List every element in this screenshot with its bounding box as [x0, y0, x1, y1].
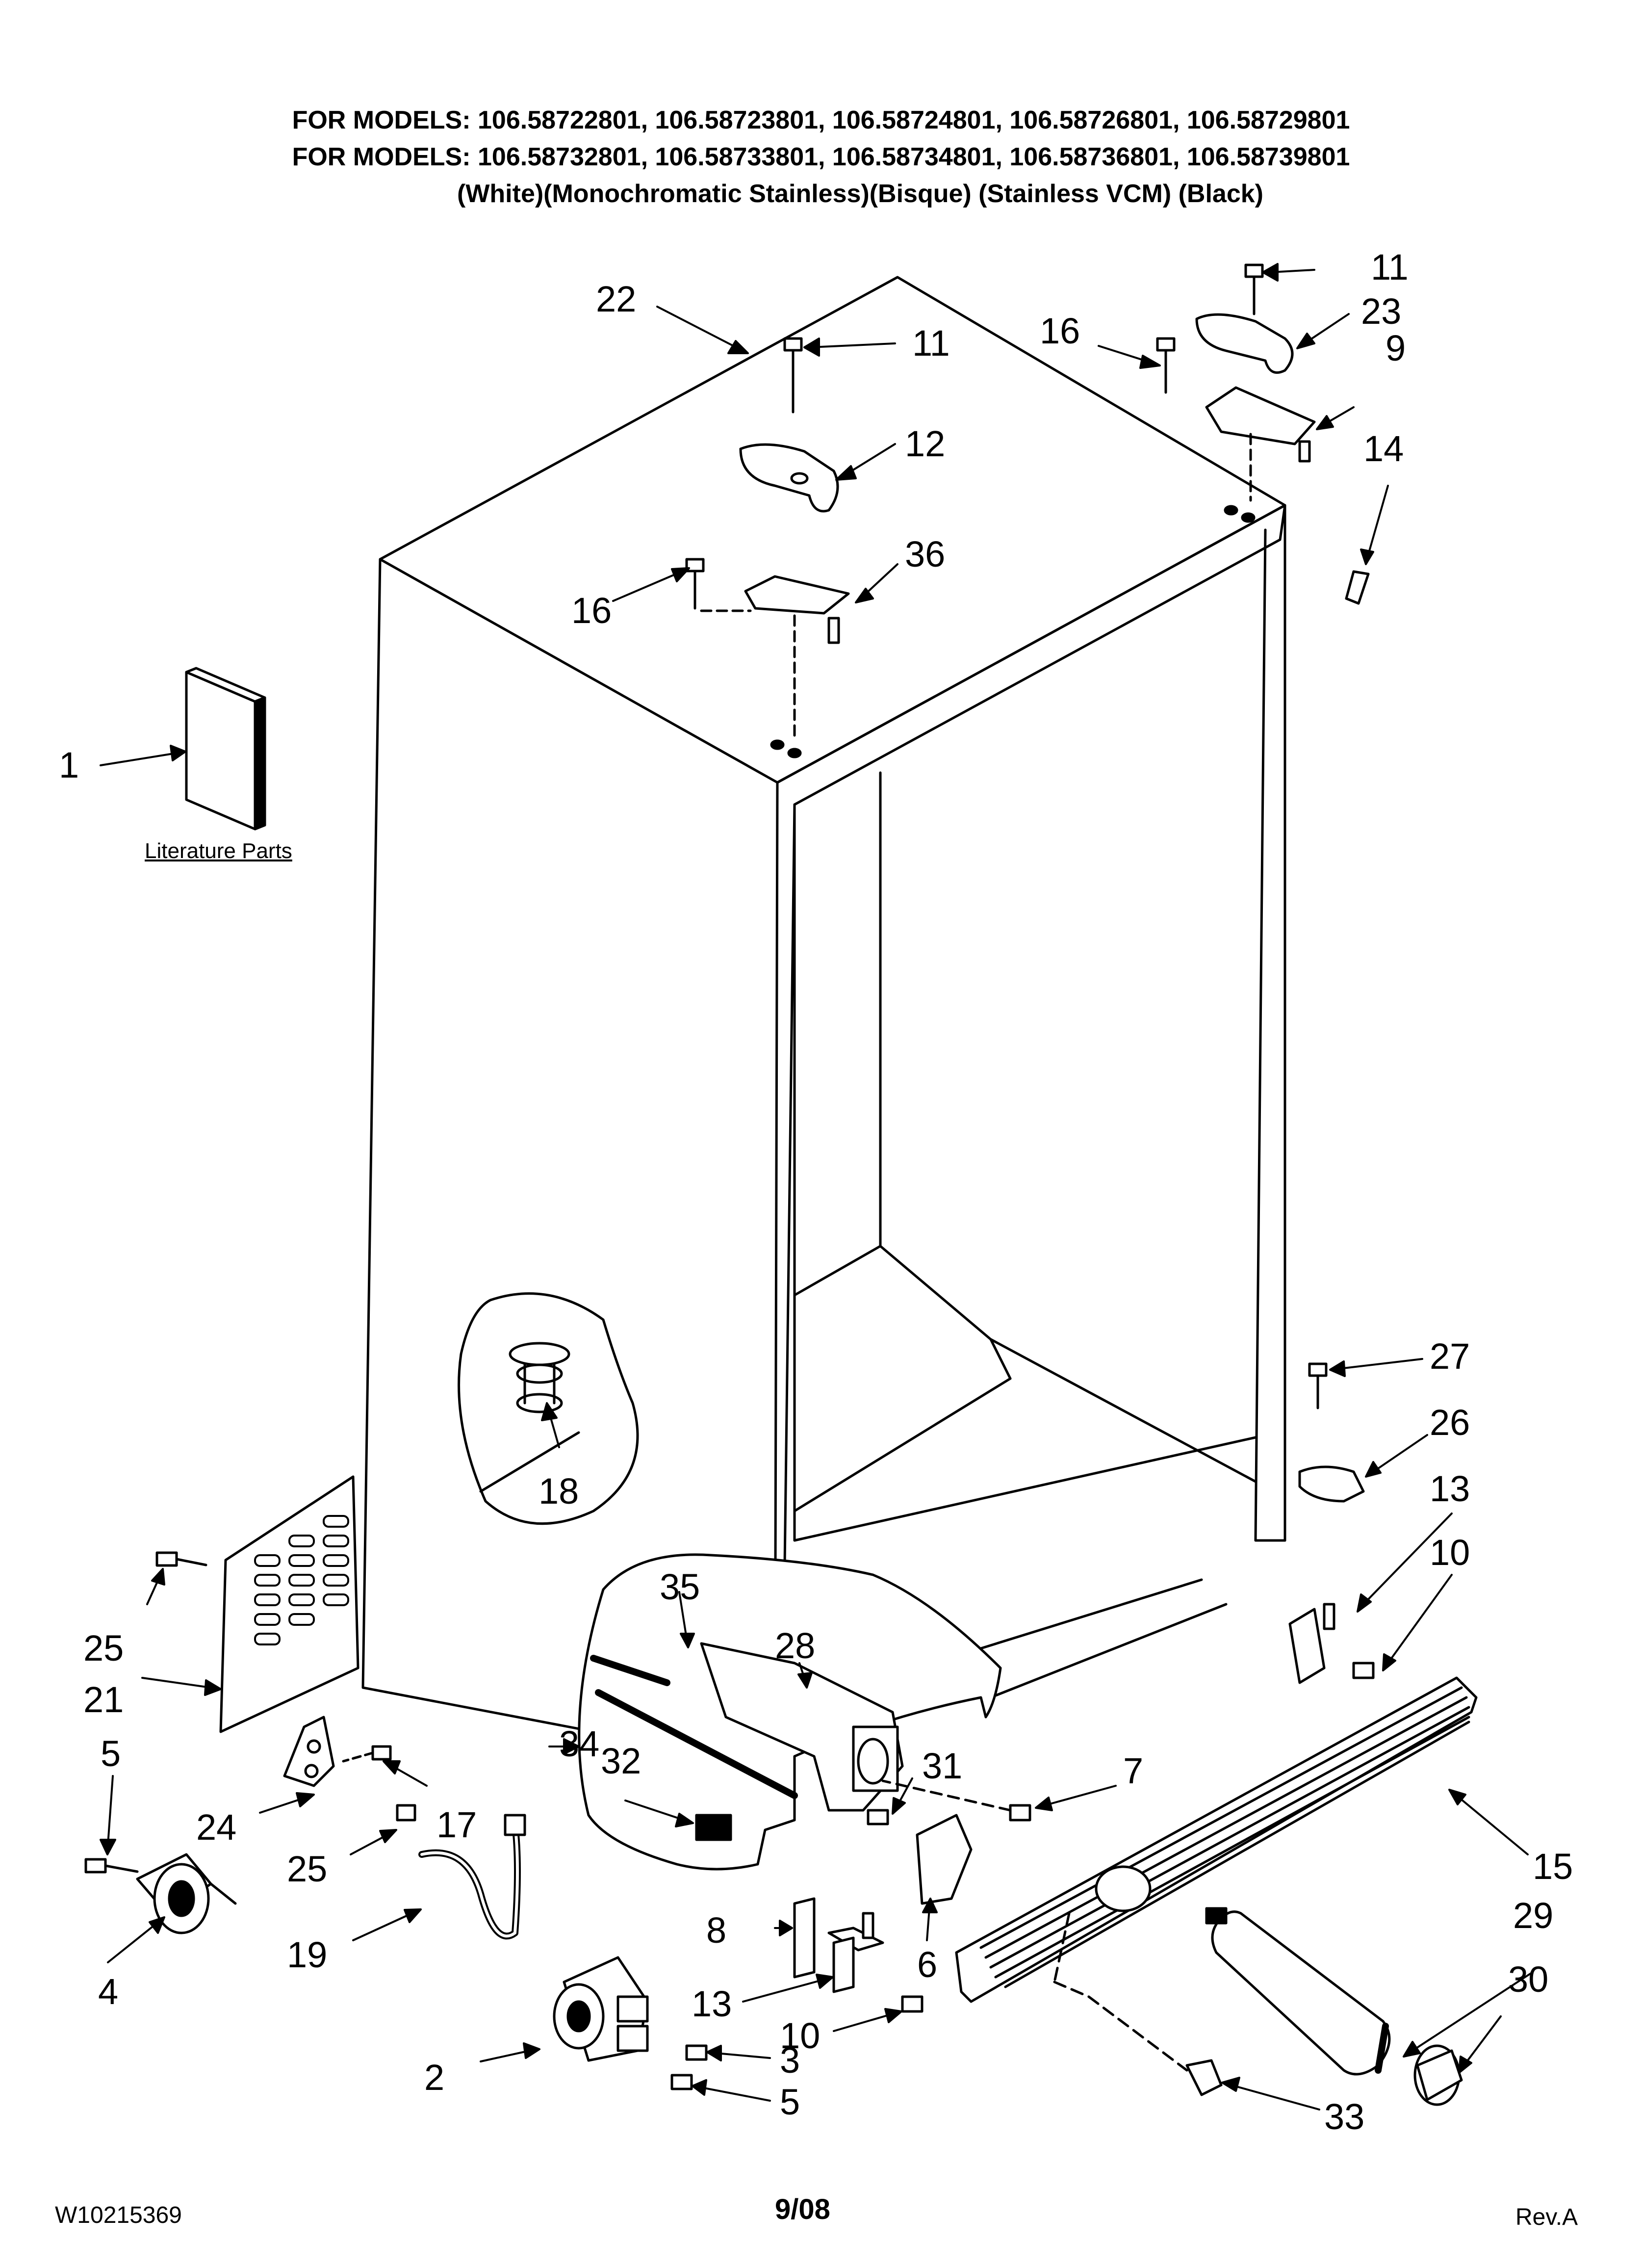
- callout-13-right: 13: [1430, 1468, 1470, 1509]
- callout-10-right: 10: [1430, 1532, 1470, 1573]
- callout-16-right: 16: [1040, 311, 1080, 351]
- screw-16-left: [685, 558, 752, 612]
- callout-17: 17: [436, 1804, 477, 1845]
- screw-5-bottom: [670, 2074, 693, 2090]
- callout-8: 8: [706, 1910, 726, 1951]
- hinge-13-right: [1288, 1603, 1335, 1684]
- callout-14: 14: [1363, 428, 1404, 469]
- callout-9: 9: [1385, 328, 1406, 368]
- screw-3: [685, 2044, 708, 2061]
- color-variants-line: (White)(Monochromatic Stainless)(Bisque)…: [457, 180, 1263, 208]
- callout-7: 7: [1123, 1750, 1143, 1791]
- screw-16-right: [1156, 337, 1176, 394]
- callout-11-left: 11: [912, 323, 950, 364]
- access-panel-21: [219, 1475, 359, 1733]
- filter-bracket-6: [916, 1814, 973, 1905]
- callout-12: 12: [905, 423, 945, 464]
- screw-25-upper: [155, 1551, 207, 1567]
- callout-2: 2: [424, 2057, 444, 2098]
- callout-13-center: 13: [692, 1983, 732, 2024]
- hinge-bracket-26: [1298, 1465, 1365, 1503]
- callout-labels: 22 11 12 16 36 11 23 16 9 14 1 18 25 21 …: [59, 247, 1573, 2137]
- callout-19: 19: [287, 1934, 327, 1975]
- detail-bubble-filter-housing: [578, 1553, 1002, 1871]
- screw-17: [342, 1745, 392, 1763]
- hinge-cover-right: [1195, 313, 1294, 374]
- callout-35: 35: [660, 1566, 700, 1607]
- callout-28: 28: [775, 1625, 815, 1666]
- base-grille-15: [955, 1676, 1478, 2003]
- models-line-2: FOR MODELS: 106.58732801, 106.58733801, …: [292, 143, 1350, 171]
- callout-16-left: 16: [571, 590, 612, 631]
- refrigerator-cabinet: [361, 276, 1286, 1768]
- screw-27: [1308, 1362, 1328, 1409]
- callout-15: 15: [1533, 1846, 1573, 1887]
- callout-5-left: 5: [101, 1733, 121, 1774]
- hinge-cover-left: [739, 443, 839, 513]
- callout-21: 21: [83, 1679, 124, 1720]
- literature-parts-icon: [185, 667, 266, 831]
- callout-26: 26: [1430, 1402, 1470, 1443]
- callout-33: 33: [1324, 2096, 1364, 2137]
- screw-11-right: [1244, 263, 1264, 315]
- callout-6: 6: [917, 1944, 937, 1985]
- callout-25-upper: 25: [83, 1628, 124, 1668]
- front-roller-4: [136, 1853, 237, 1934]
- screw-10-right: [1352, 1662, 1375, 1679]
- hinge-pin-14: [1345, 570, 1370, 605]
- leveling-bracket-24: [283, 1716, 335, 1787]
- callout-30: 30: [1508, 1959, 1548, 2000]
- callout-31: 31: [922, 1746, 962, 1786]
- leader-arrows: [100, 263, 1534, 2111]
- callout-36: 36: [905, 534, 945, 574]
- screw-25-lower: [396, 1804, 416, 1822]
- callout-4: 4: [98, 1971, 118, 2012]
- models-line-1: FOR MODELS: 106.58722801, 106.58723801, …: [292, 106, 1350, 134]
- callout-32: 32: [601, 1741, 641, 1781]
- rear-roller-2: [553, 1956, 649, 2062]
- callout-25-lower: 25: [287, 1849, 327, 1889]
- screw-7: [881, 1779, 1031, 1822]
- screw-10-center: [901, 1995, 924, 2013]
- revision-date: 9/08: [775, 2193, 830, 2225]
- callout-34: 34: [559, 1723, 599, 1764]
- bypass-plug-33: [1053, 1981, 1223, 2096]
- callout-24: 24: [196, 1807, 236, 1848]
- callout-5-bottom: 5: [780, 2082, 800, 2122]
- water-filter-29: [1205, 1907, 1391, 2076]
- hinge-bracket-left: [744, 575, 850, 742]
- callout-11-right: 11: [1371, 247, 1409, 287]
- hinge-bracket-right: [1205, 386, 1316, 502]
- screw-5-left: [84, 1858, 139, 1874]
- callout-27: 27: [1430, 1336, 1470, 1377]
- screw-11-left: [783, 337, 803, 414]
- water-tube-19: [418, 1814, 526, 1940]
- filter-cap-30: [1413, 2044, 1463, 2106]
- callout-29: 29: [1513, 1895, 1553, 1936]
- callout-22: 22: [596, 279, 636, 319]
- hinge-bracket-8: [793, 1897, 884, 1993]
- literature-parts-label: Literature Parts: [145, 839, 292, 863]
- callout-10-center: 10: [780, 2015, 820, 2056]
- callout-1: 1: [59, 745, 79, 785]
- revision-label: Rev.A: [1515, 2204, 1578, 2230]
- document-number: W10215369: [55, 2202, 182, 2228]
- screw-31: [867, 1809, 889, 1825]
- callout-18: 18: [539, 1471, 579, 1512]
- callout-3: 3: [780, 2040, 800, 2081]
- callout-23: 23: [1361, 291, 1401, 332]
